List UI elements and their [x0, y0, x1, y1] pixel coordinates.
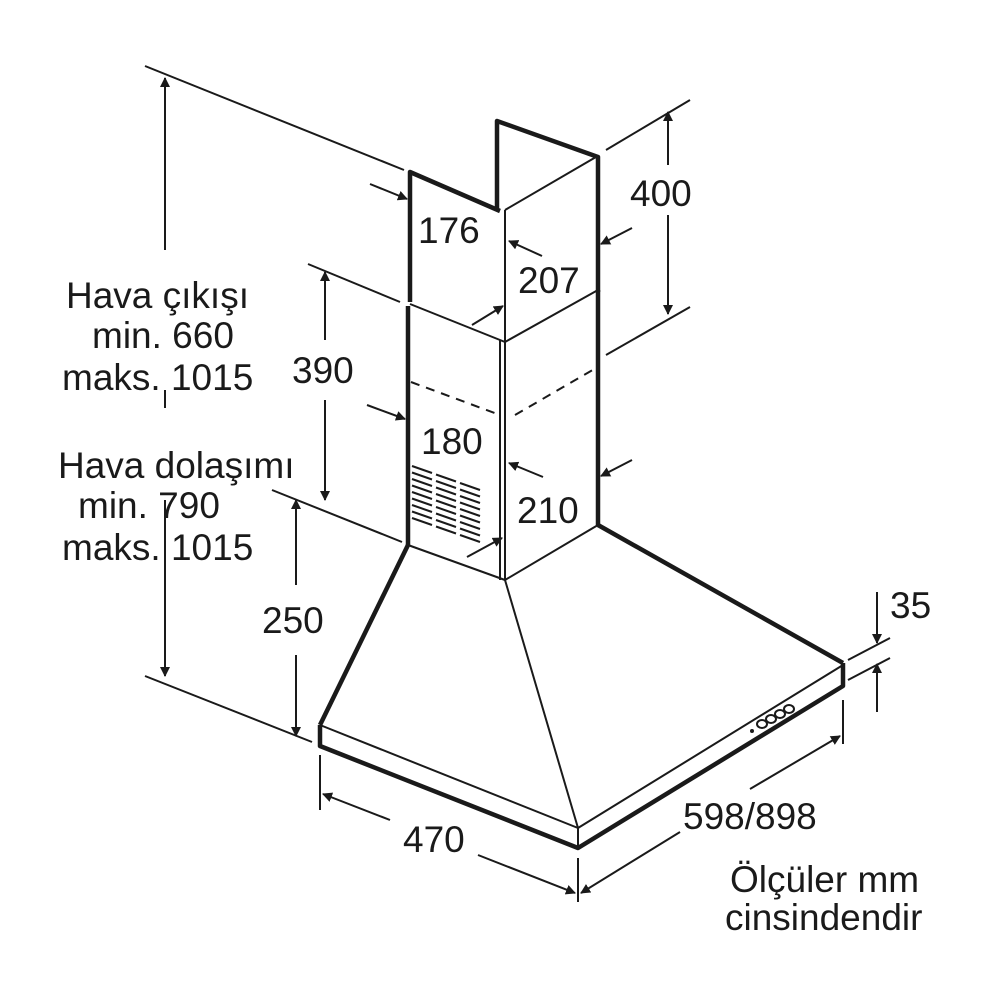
grille-slat — [459, 527, 481, 537]
grille-slat — [435, 486, 457, 496]
grille-slat — [435, 506, 457, 515]
air-outlet-label: Hava çıkışı — [66, 275, 249, 316]
grille-slat — [459, 508, 481, 517]
air-outlet-max: maks. 1015 — [62, 357, 253, 398]
grille-slat — [411, 510, 433, 520]
dim-390: 390 — [292, 350, 354, 391]
grille-slat — [411, 478, 433, 487]
grille-slat — [459, 521, 481, 530]
grille-slat — [411, 517, 433, 526]
units-note-line1: Ölçüler mm — [730, 859, 919, 900]
grille-slat — [411, 471, 433, 481]
dim-400: 400 — [630, 173, 692, 214]
grille-slat — [435, 525, 457, 535]
control-buttons — [750, 704, 795, 733]
dim-176: 176 — [418, 210, 480, 251]
recirculation-label: Hava dolaşımı — [58, 445, 295, 486]
hood-body — [317, 523, 846, 851]
grille-slat — [411, 465, 433, 474]
grille-slat — [435, 499, 457, 509]
grille-slat — [459, 534, 481, 543]
grille-slat — [435, 519, 457, 528]
dim-598-898: 598/898 — [683, 796, 817, 837]
grille-slat — [459, 501, 481, 511]
grille-slat — [459, 495, 481, 504]
grille-slat — [435, 473, 457, 483]
dim-207: 207 — [518, 260, 580, 301]
dim-210: 210 — [517, 490, 579, 531]
dimension-lines — [144, 65, 891, 902]
grille-slat — [411, 497, 433, 507]
dim-470: 470 — [403, 819, 465, 860]
grille-slat — [435, 480, 457, 489]
chimney-upper — [407, 118, 601, 580]
grille-slat — [411, 491, 433, 500]
grille-slat — [459, 488, 481, 498]
dim-250: 250 — [262, 600, 324, 641]
air-outlet-min: min. 660 — [92, 315, 234, 356]
dim-180: 180 — [421, 421, 483, 462]
recirculation-max: maks. 1015 — [62, 527, 253, 568]
grille-slat — [459, 482, 481, 491]
grille-slat — [435, 512, 457, 522]
vent-grille — [411, 465, 481, 543]
dim-35: 35 — [890, 585, 931, 626]
recirculation-min: min. 790 — [78, 485, 220, 526]
units-note-line2: cinsindendir — [725, 897, 922, 938]
grille-slat — [411, 504, 433, 513]
grille-slat — [411, 484, 433, 494]
grille-slat — [459, 514, 481, 524]
grille-slat — [435, 493, 457, 502]
